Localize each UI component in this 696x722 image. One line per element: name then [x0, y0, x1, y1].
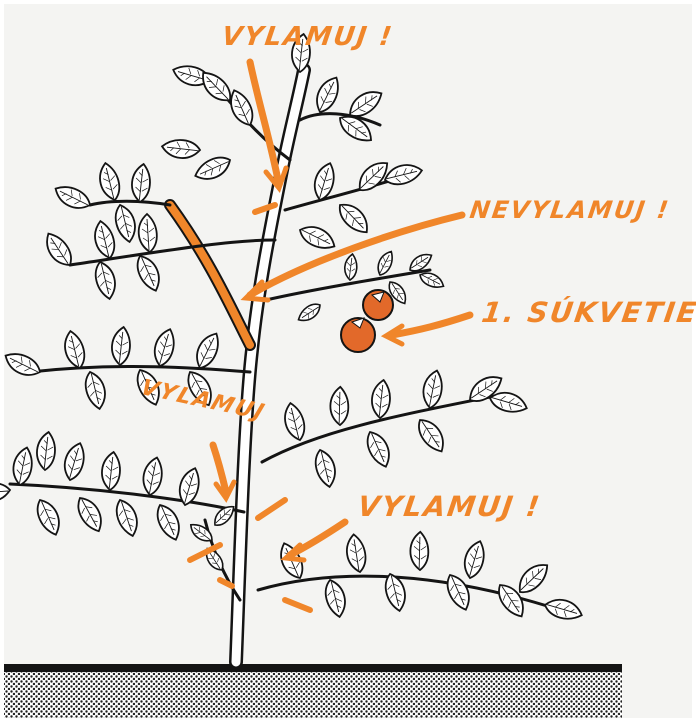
label-prve-sukvetie: 1. SÚKVETIE — [480, 296, 696, 329]
label-nevylamuj: NEVYLAMUJ ! — [468, 196, 672, 224]
label-vylamuj-bottom: VYLAMUJ ! — [356, 490, 544, 523]
label-vylamuj-top: VYLAMUJ ! — [220, 22, 395, 52]
ground-line — [4, 664, 622, 672]
paper-background — [4, 4, 692, 718]
soil — [4, 672, 622, 718]
